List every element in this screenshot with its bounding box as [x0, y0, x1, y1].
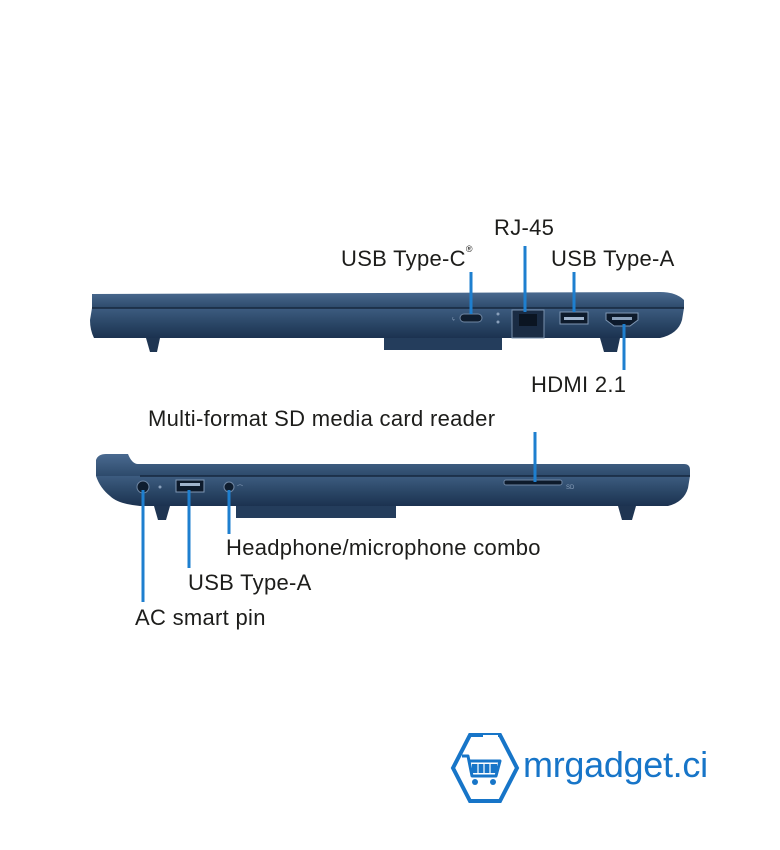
hdmi-label: HDMI 2.1	[531, 372, 627, 397]
svg-text:SD: SD	[566, 485, 575, 491]
sd-reader-label: Multi-format SD media card reader	[148, 406, 496, 431]
usb-a-right-label: USB Type-A	[551, 246, 675, 271]
usb-c-port	[459, 313, 483, 323]
brand-logo-text: mrgadget.ci	[523, 744, 708, 785]
rj45-label: RJ-45	[494, 215, 555, 240]
ac-pin-label: AC smart pin	[135, 605, 266, 630]
svg-text:ϟ: ϟ	[452, 317, 455, 323]
rubber-foot	[600, 338, 620, 352]
rubber-foot	[154, 506, 170, 520]
callout-lines-right	[469, 246, 626, 370]
svg-text:⌒: ⌒	[237, 485, 243, 492]
usb-a-left-label: USB Type-A	[188, 570, 312, 595]
shopping-cart-icon	[462, 754, 502, 785]
logo-badge	[450, 733, 520, 803]
laptop-right-side: ϟ	[90, 292, 684, 352]
usb-c-label: USB Type-C®	[341, 244, 473, 271]
rubber-foot	[618, 506, 636, 520]
laptop-left-side: ⌒ SD	[96, 454, 690, 520]
callout-lines-left	[141, 432, 537, 602]
headphone-label: Headphone/microphone combo	[226, 535, 541, 560]
rubber-foot	[146, 338, 160, 352]
sd-card-slot	[503, 479, 563, 486]
